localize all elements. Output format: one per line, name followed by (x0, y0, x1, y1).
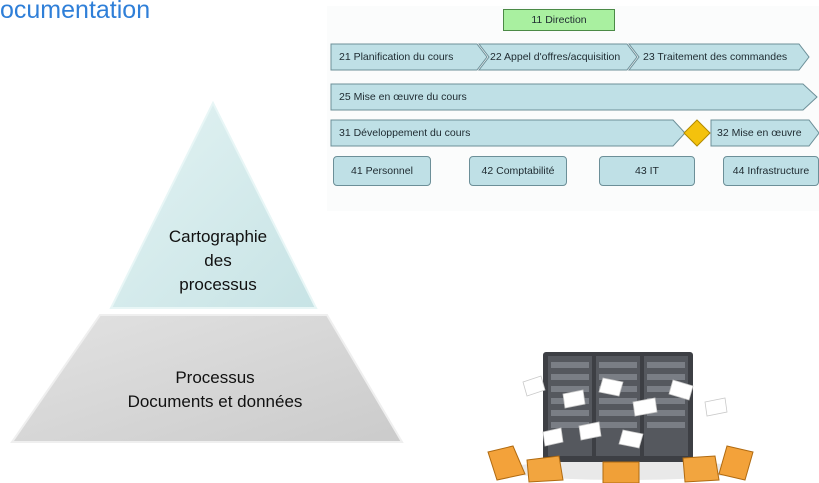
arrow-31 (330, 119, 686, 147)
process-direction: 11 Direction (503, 9, 615, 31)
process-map: 11 Direction 21 Planification du cours 2… (327, 6, 819, 211)
process-31-label: 31 Développement du cours (339, 127, 471, 139)
pyramid-top-line-3: processus (179, 275, 257, 294)
process-22-label: 22 Appel d'offres/acquisition (490, 51, 621, 63)
support-42: 42 Comptabilité (469, 156, 567, 186)
arrow-23 (627, 43, 810, 71)
support-43: 43 IT (599, 156, 695, 186)
pyramid-bottom-line-2: Documents et données (127, 392, 303, 411)
pyramid-top-line-1: Cartographie (168, 227, 268, 246)
pyramid (10, 100, 404, 443)
process-32-label: 32 Mise en œuvre (717, 127, 802, 139)
pyramid-top (109, 100, 318, 309)
support-44: 44 Infrastructure (723, 156, 819, 186)
pyramid-bottom-line-1: Processus (175, 368, 255, 387)
arrow-32 (710, 119, 819, 147)
process-21-label: 21 Planification du cours (339, 51, 454, 63)
process-arrows (330, 43, 819, 147)
pyramid-bottom (10, 314, 404, 443)
server-rack-icon (487, 352, 754, 483)
support-41: 41 Personnel (333, 156, 431, 186)
pyramid-bottom-text: Processus Documents et données (80, 366, 350, 414)
decision-diamond (683, 119, 711, 147)
pyramid-top-line-2: des (204, 251, 232, 270)
arrow-22 (477, 43, 638, 71)
arrow-25 (330, 83, 818, 111)
page-title: ocumentation (0, 0, 151, 24)
pyramid-top-text: Cartographie des processus (133, 225, 303, 297)
process-23-label: 23 Traitement des commandes (643, 51, 788, 63)
arrow-21 (330, 43, 488, 71)
process-25-label: 25 Mise en œuvre du cours (339, 91, 467, 103)
